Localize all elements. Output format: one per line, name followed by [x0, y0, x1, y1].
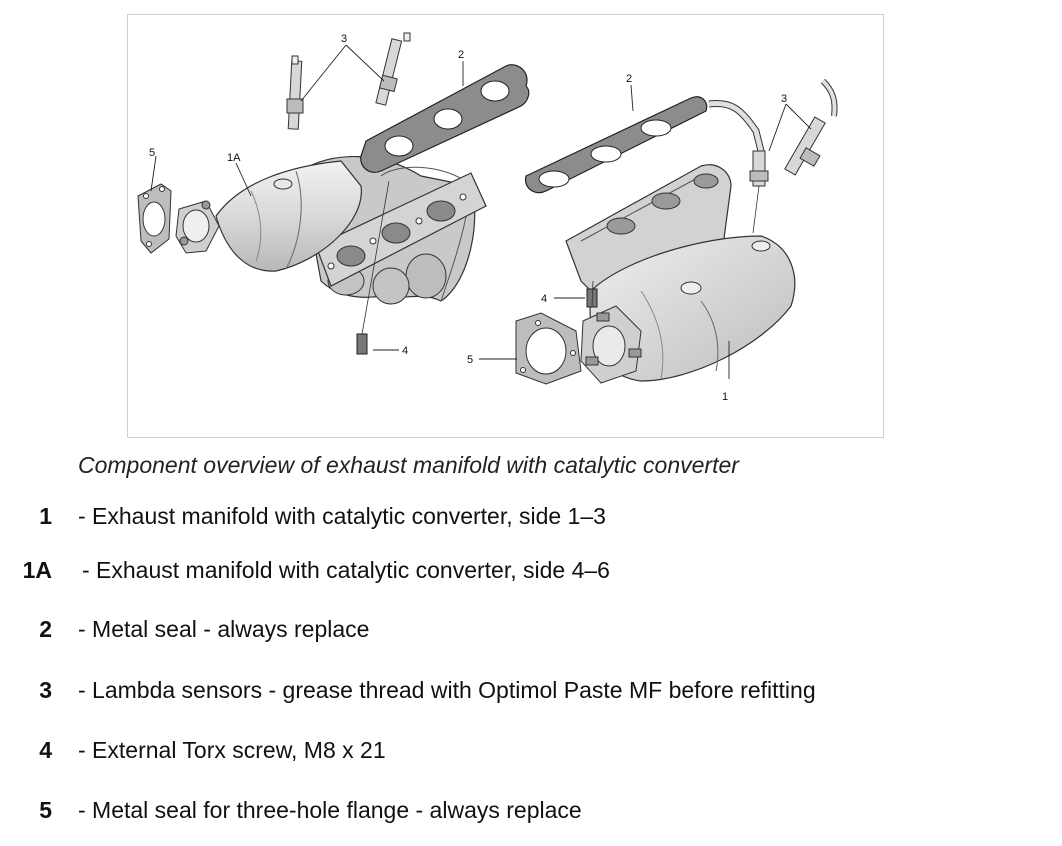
lambda-sensor-right-a	[708, 99, 769, 187]
left-manifold-assembly	[137, 32, 530, 355]
callout-label: 1A	[227, 152, 241, 164]
legend-description: - Exhaust manifold with catalytic conver…	[78, 503, 606, 529]
legend-description: - External Torx screw, M8 x 21	[78, 737, 386, 763]
legend-description: - Exhaust manifold with catalytic conver…	[82, 557, 610, 583]
callout-label: 1	[722, 391, 728, 403]
lambda-sensor-right-b	[784, 78, 838, 176]
legend-number: 1	[39, 503, 52, 529]
callout-label: 3	[781, 93, 787, 105]
exploded-view-illustration: 3 2 5 1A 4 2 3 4 5 1	[127, 14, 884, 438]
lambda-sensor-left-b	[375, 32, 411, 106]
legend-number: 4	[39, 737, 52, 763]
legend-number: 3	[39, 677, 52, 703]
legend-number: 1A	[22, 557, 52, 583]
callout-label: 5	[467, 354, 473, 366]
legend-number: 5	[39, 797, 52, 823]
figure-caption: Component overview of exhaust manifold w…	[78, 452, 739, 478]
callout-labels: 3 2 5 1A 4 2 3 4 5 1	[149, 33, 787, 403]
legend-description: - Lambda sensors - grease thread with Op…	[78, 677, 816, 703]
callout-label: 5	[149, 147, 155, 159]
callout-label: 2	[626, 73, 632, 85]
callout-label: 2	[458, 49, 464, 61]
lambda-sensor-left-a	[286, 55, 304, 130]
legend-description: - Metal seal - always replace	[78, 616, 370, 642]
callout-label: 4	[541, 293, 547, 305]
callouts	[150, 44, 812, 379]
callout-label: 3	[341, 33, 347, 45]
legend-number: 2	[39, 616, 52, 642]
callout-label: 4	[402, 345, 408, 357]
right-manifold-assembly	[515, 78, 838, 385]
legend-description: - Metal seal for three-hole flange - alw…	[78, 797, 582, 823]
